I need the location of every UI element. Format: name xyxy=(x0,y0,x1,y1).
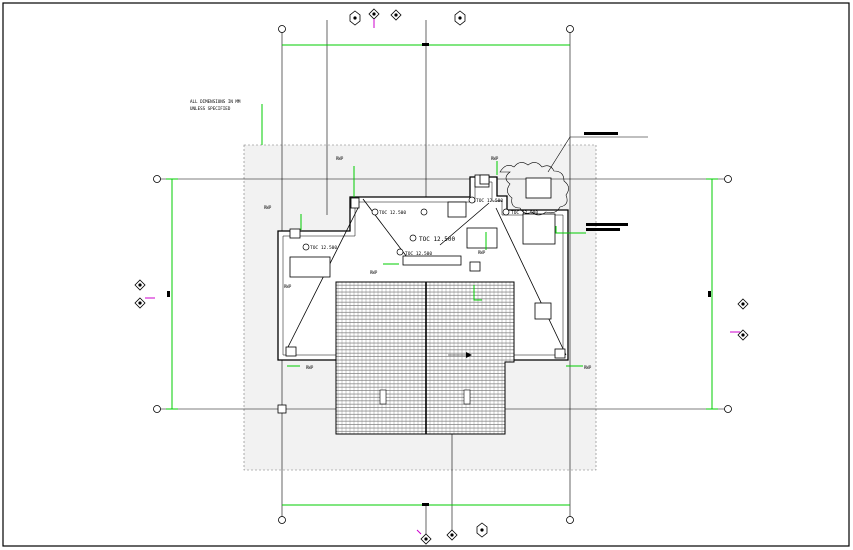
rwp-label-6: RWP xyxy=(306,365,314,370)
level-label-1: TOC 12.500 xyxy=(310,245,337,251)
level-label-4: TOC 12.500 xyxy=(405,251,432,257)
tree-canopy xyxy=(499,162,569,216)
level-markers xyxy=(302,196,510,256)
rwp-label-1: RWP xyxy=(264,205,272,210)
accent-marks xyxy=(145,19,740,535)
level-label-3: TOC 12.500 xyxy=(419,236,456,243)
rwp-label-3: RWP xyxy=(491,156,499,161)
grid-node-marker xyxy=(277,404,287,414)
level-label-6: TOC 12.500 xyxy=(476,198,503,204)
grid-bubbles xyxy=(153,25,732,524)
general-note-line2: UNLESS SPECIFIED xyxy=(190,106,231,111)
general-note-line1: ALL DIMENSIONS IN MM xyxy=(190,99,241,104)
rwp-label-7: RWP xyxy=(584,365,592,370)
pipe-routes xyxy=(261,104,648,367)
rwp-label-2: RWP xyxy=(336,156,344,161)
tiled-roof xyxy=(335,281,515,435)
section-marker-dots xyxy=(138,12,745,541)
rwp-label-8: RWP xyxy=(284,284,292,289)
level-label-2: TOC 12.500 xyxy=(379,210,406,216)
equipment-boxes xyxy=(289,174,556,320)
dimension-marks xyxy=(167,43,711,506)
slope-lines xyxy=(285,198,567,356)
callout-blocks xyxy=(584,132,628,231)
level-label-5: TOC 12.500 xyxy=(511,210,538,216)
rwp-label-4: RWP xyxy=(370,270,378,275)
rwp-label-5: RWP xyxy=(478,250,486,255)
rwp-outlets xyxy=(285,174,566,359)
